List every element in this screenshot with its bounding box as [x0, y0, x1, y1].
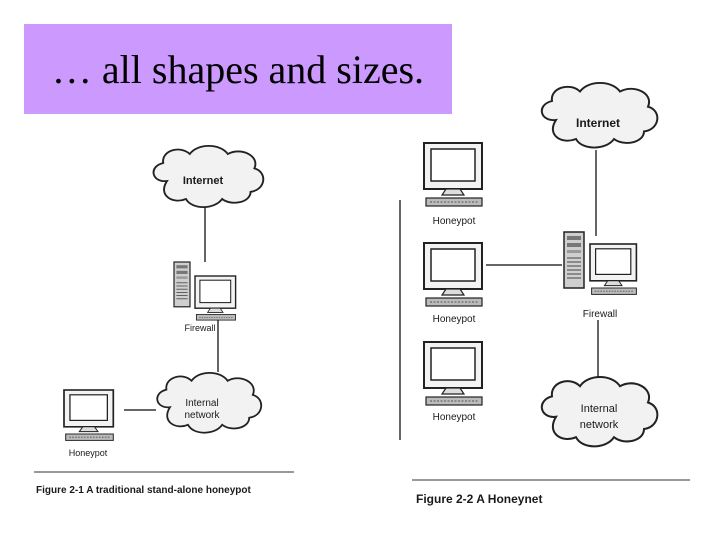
fig1-firewall-tower-icon — [173, 261, 191, 308]
fig2-firewall-tower-icon — [563, 231, 585, 289]
fig2-honeypot-2-computer-icon — [423, 242, 483, 307]
fig2-honeypot-1-computer-icon — [423, 142, 483, 207]
slide-title: … all shapes and sizes. — [51, 46, 425, 92]
fig1-honeypot-computer-icon — [63, 389, 115, 442]
fig1-firewall-computer-icon — [194, 275, 237, 321]
fig2-honeypot-3-label: Honeypot — [433, 412, 476, 423]
figure2: Internet Honeypot Honeypot Honeypot Fire… — [399, 81, 690, 506]
fig2-firewall-computer-icon — [589, 243, 638, 296]
fig1-honeypot-label: Honeypot — [69, 448, 108, 458]
fig2-honeypot-2-label: Honeypot — [433, 314, 476, 325]
fig2-honeypot-1-label: Honeypot — [433, 216, 476, 227]
fig1-internal-label-line2: network — [184, 410, 220, 421]
fig2-internal-label-line2: network — [580, 419, 619, 431]
slide-title-box: … all shapes and sizes. — [24, 24, 452, 114]
fig2-internet-label: Internet — [576, 116, 620, 130]
fig2-caption: Figure 2-2 A Honeynet — [416, 492, 542, 506]
fig2-honeypot-3-computer-icon — [423, 341, 483, 406]
figure1: Internet Firewall Internal network Honey… — [34, 144, 294, 496]
fig1-internal-label-line1: Internal — [185, 398, 218, 409]
fig2-internal-label-line1: Internal — [581, 403, 618, 415]
fig2-firewall-label: Firewall — [583, 309, 617, 320]
fig1-firewall-label: Firewall — [184, 323, 215, 333]
fig1-caption: Figure 2-1 A traditional stand-alone hon… — [36, 485, 251, 496]
fig1-internet-label: Internet — [183, 175, 224, 187]
